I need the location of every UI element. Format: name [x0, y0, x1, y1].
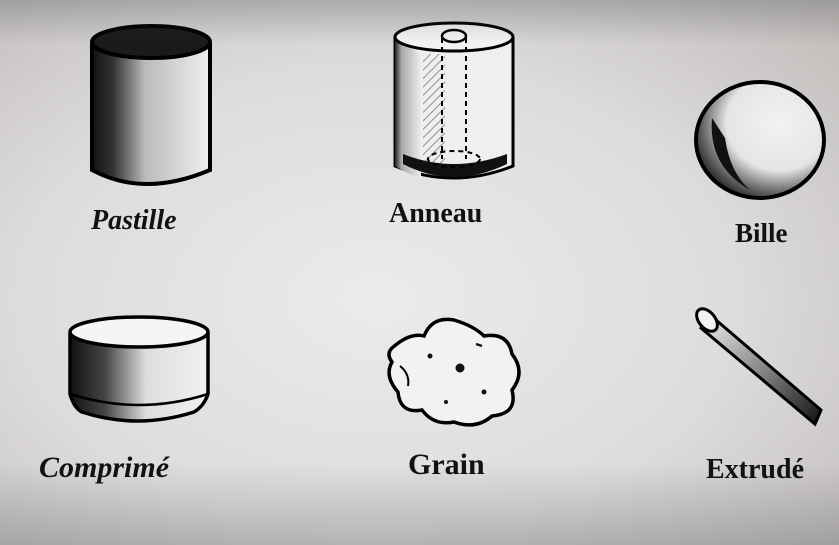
bille-shape	[690, 78, 830, 203]
grain-label: Grain	[408, 448, 485, 482]
pastille-shape	[82, 20, 222, 195]
bille-label: Bille	[735, 218, 788, 249]
extrude-label: Extrudé	[706, 454, 804, 486]
anneau-shape	[385, 14, 525, 194]
anneau-label: Anneau	[389, 198, 482, 230]
show-through-text	[300, 0, 310, 38]
extrude-shape	[695, 292, 839, 432]
comprime-shape	[62, 312, 217, 427]
grain-shape	[380, 310, 530, 430]
comprime-label: Comprimé	[39, 451, 169, 485]
pastille-label: Pastille	[91, 205, 177, 237]
